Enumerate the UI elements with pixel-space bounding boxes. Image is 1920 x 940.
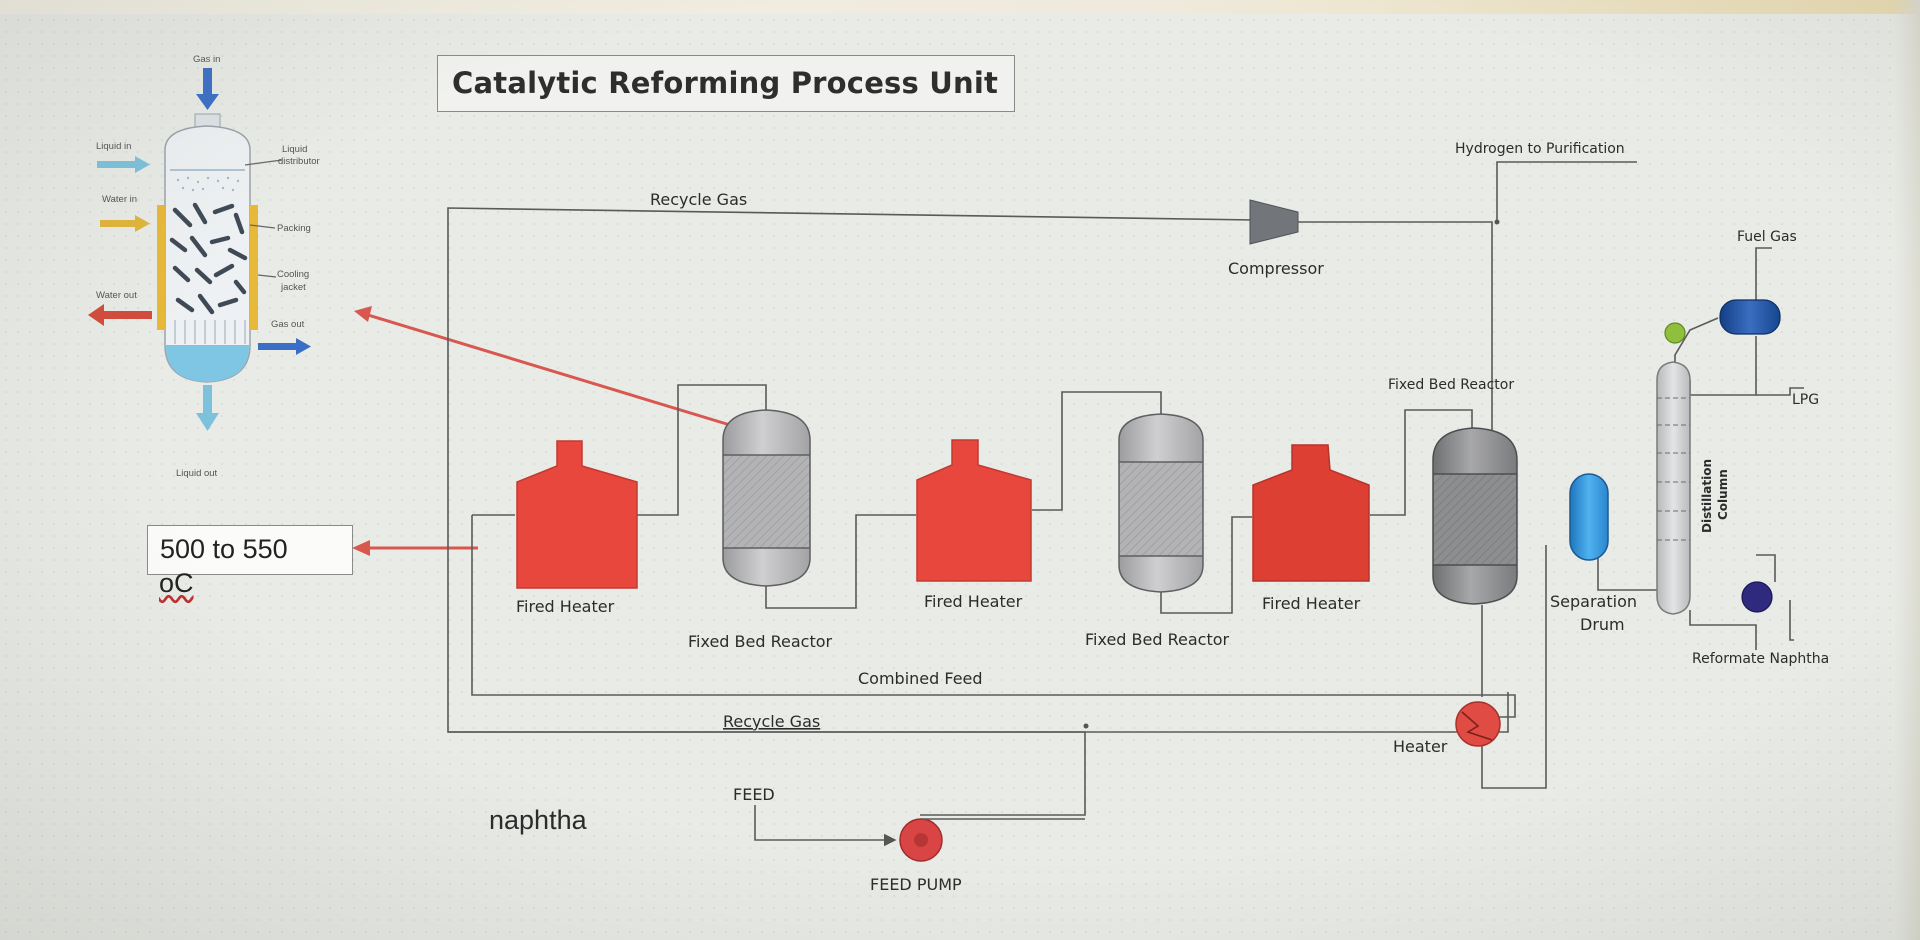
reflux-accumulator [1719, 299, 1781, 335]
fixed-bed-reactor-3 [1432, 427, 1518, 605]
compressor [1249, 199, 1299, 245]
gas-in-label: Gas in [193, 54, 220, 65]
liquid-in-label: Liquid in [96, 141, 131, 152]
process-piping [447, 161, 1804, 847]
cooling-jacket-label-2: jacket [280, 282, 306, 293]
distillation-column-label-2: Column [1716, 469, 1730, 520]
fired-heater-1 [516, 440, 638, 589]
hydrogen-label: Hydrogen to Purification [1455, 141, 1625, 157]
reactor-3-label: Fixed Bed Reactor [1388, 377, 1514, 393]
reboiler-pump [1741, 581, 1773, 613]
gas-out-label: Gas out [271, 319, 305, 330]
distillation-column-label: Distillation [1700, 459, 1714, 533]
temperature-unit: oC [159, 568, 194, 598]
reactor-2-label: Fixed Bed Reactor [1085, 630, 1230, 649]
cooling-jacket-label: Cooling [277, 269, 309, 280]
compressor-label: Compressor [1228, 259, 1324, 278]
screen-right-edge [1894, 0, 1920, 940]
heater-exchanger [1455, 701, 1501, 747]
screen-top-strip [0, 0, 1920, 14]
distillation-column [1656, 322, 1691, 615]
fixed-bed-reactor-2 [1118, 413, 1204, 593]
heater-label: Heater [1393, 737, 1448, 756]
liquid-distributor-label: Liquid [282, 144, 307, 155]
fired-heater-3 [1252, 444, 1370, 582]
fired-heater-2-label: Fired Heater [924, 592, 1023, 611]
packing-label: Packing [277, 223, 311, 234]
packed-column-inset: Gas in [88, 54, 320, 479]
feed-label: FEED [733, 785, 775, 804]
separation-drum-label-2: Drum [1580, 615, 1625, 634]
temperature-value: 500 to 550 [160, 534, 288, 564]
temperature-note-box: 500 to 550 [147, 525, 353, 575]
fixed-bed-reactor-1 [722, 409, 811, 587]
condenser-icon [1664, 322, 1686, 344]
fired-heater-2 [916, 439, 1032, 582]
reactor-1-label: Fixed Bed Reactor [688, 632, 833, 651]
recycle-gas-top-label: Recycle Gas [650, 190, 747, 209]
liquid-out-label: Liquid out [176, 468, 218, 479]
callout-arrows [352, 306, 731, 556]
gas-in-arrow [203, 68, 212, 96]
naphtha-note: naphtha [489, 805, 587, 835]
diagram-title-box: Catalytic Reforming Process Unit [437, 55, 1015, 112]
separation-drum [1569, 473, 1609, 561]
liquid-distributor-label-2: distributor [278, 156, 320, 167]
water-out-label: Water out [96, 290, 137, 301]
reformate-naphtha-label: Reformate Naphtha [1692, 651, 1829, 667]
fuel-gas-label: Fuel Gas [1737, 229, 1797, 245]
water-in-label: Water in [102, 194, 137, 205]
recycle-gas-bottom-label: Recycle Gas [723, 712, 820, 731]
feed-pump-label: FEED PUMP [870, 875, 962, 894]
feed-pump [899, 818, 1085, 862]
separation-drum-label: Separation [1550, 592, 1637, 611]
fired-heater-1-label: Fired Heater [516, 597, 615, 616]
combined-feed-label: Combined Feed [858, 669, 983, 688]
fired-heater-3-label: Fired Heater [1262, 594, 1361, 613]
diagram-title: Catalytic Reforming Process Unit [452, 66, 999, 100]
lpg-label: LPG [1792, 392, 1819, 408]
